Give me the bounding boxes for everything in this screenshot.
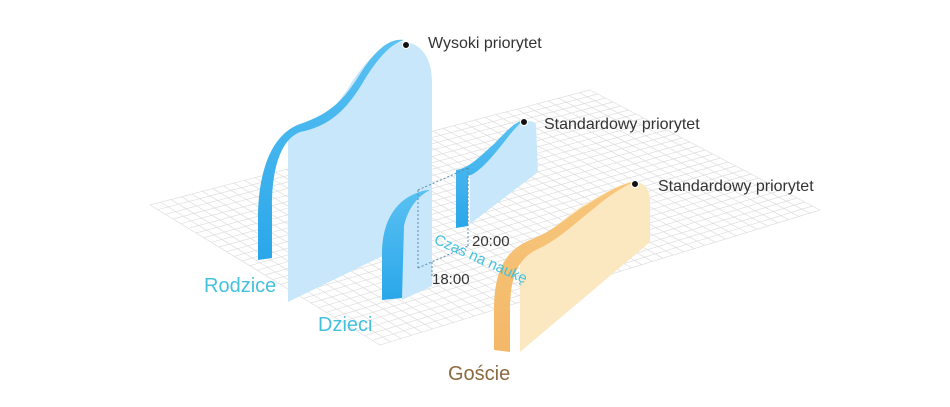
parents-priority-dot — [402, 41, 410, 49]
children-priority-label: Standardowy priorytet — [544, 116, 700, 133]
time-end-label: 20:00 — [472, 233, 510, 250]
study-time-box — [417, 167, 469, 276]
guests-wave-face — [520, 181, 650, 352]
children-left-face — [402, 188, 432, 300]
guests-wave — [494, 181, 650, 352]
grid-line — [287, 161, 729, 290]
guests-priority-label: Standardowy priorytet — [658, 178, 814, 195]
children-right-face — [470, 121, 538, 224]
group-label-parents: Rodzice — [204, 275, 277, 297]
grid-line — [295, 165, 736, 295]
children-right-side — [456, 120, 524, 228]
guests-priority-dot — [631, 180, 639, 188]
grid-line — [303, 169, 744, 299]
children-priority-dot — [520, 118, 528, 126]
children-left-side — [382, 190, 430, 300]
parents-priority-label: Wysoki priorytet — [428, 35, 542, 52]
children-wave-right — [456, 120, 538, 228]
time-start-label: 18:00 — [432, 271, 470, 288]
group-label-children: Dzieci — [318, 314, 373, 336]
guests-wave-side — [494, 182, 634, 352]
children-wave-left — [382, 188, 432, 300]
floor-grid — [149, 89, 821, 346]
group-label-guests: Goście — [448, 363, 511, 385]
